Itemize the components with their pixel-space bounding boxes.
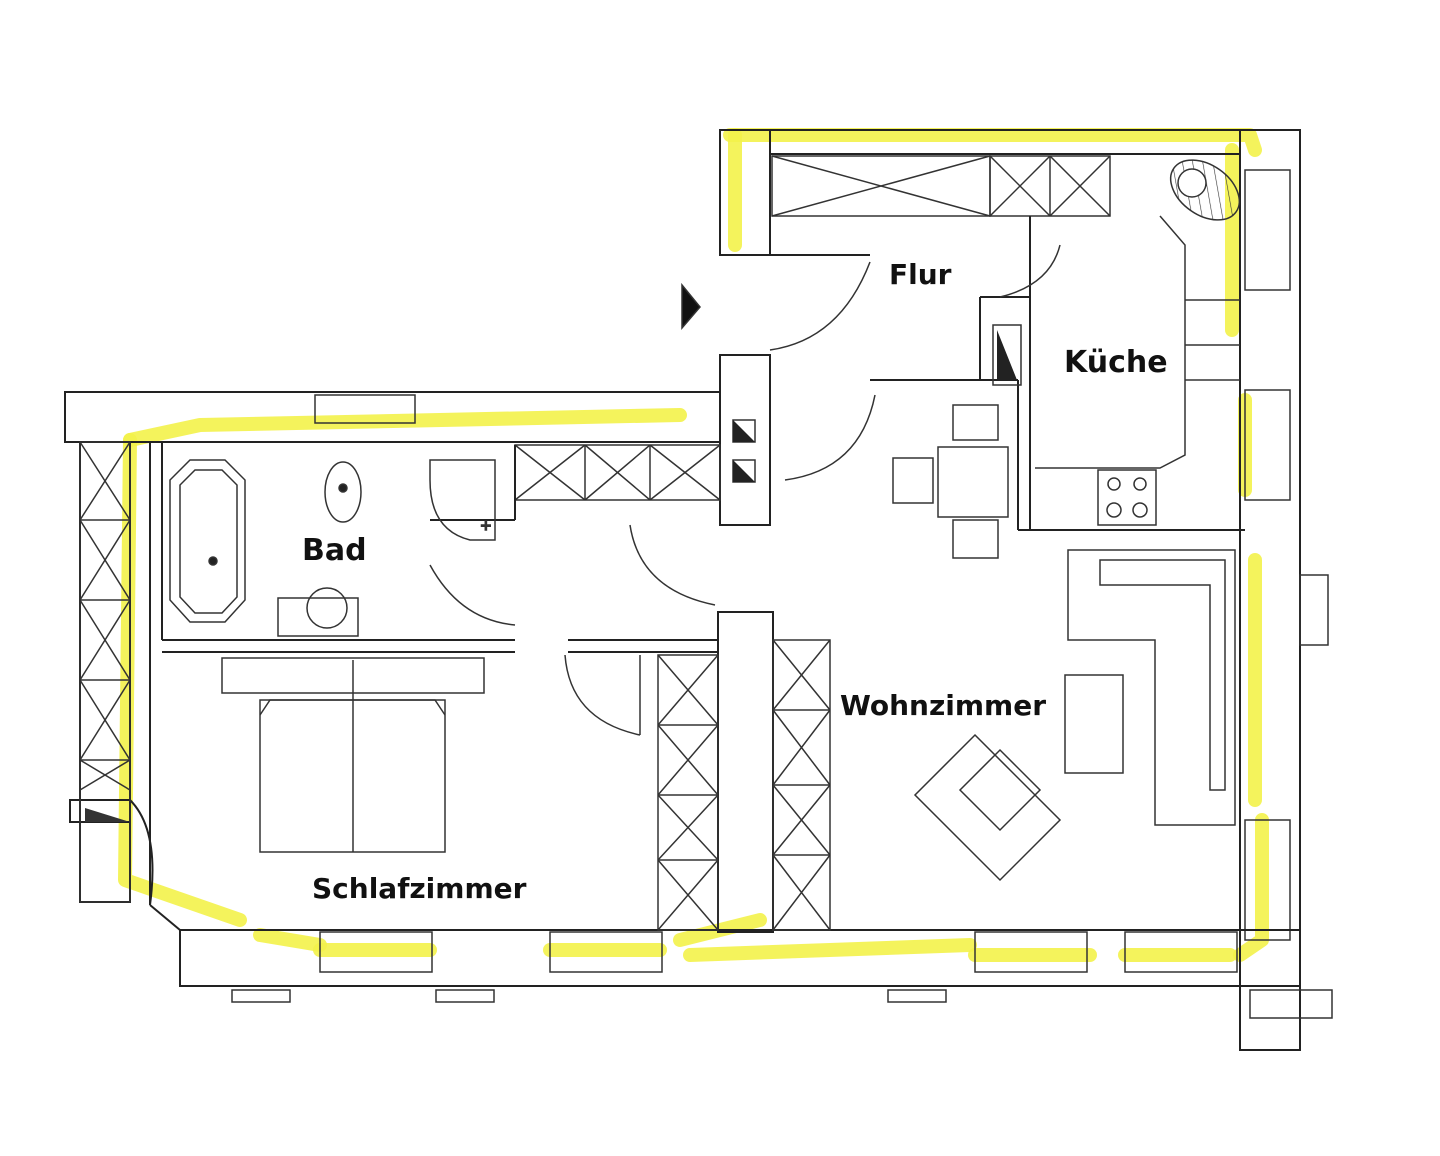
- room-label-schlafzimmer: Schlafzimmer: [312, 872, 527, 905]
- room-label-flur: Flur: [889, 258, 952, 291]
- room-labels: Flur Küche Bad Schlafzimmer Wohnzimmer: [302, 258, 1168, 905]
- cabinets: [79, 155, 1111, 931]
- partitions: [149, 215, 1245, 905]
- svg-text:+: +: [480, 518, 492, 534]
- shafts: [732, 324, 1022, 483]
- doors: [429, 244, 1061, 736]
- highlight-strips: [118, 128, 1269, 962]
- room-label-bad: Bad: [302, 533, 367, 568]
- furniture: +: [169, 159, 1241, 882]
- walls: [64, 129, 1333, 1051]
- room-label-wohnzimmer: Wohnzimmer: [840, 689, 1046, 722]
- entrance-arrow: [681, 282, 701, 331]
- room-label-kueche: Küche: [1064, 345, 1168, 380]
